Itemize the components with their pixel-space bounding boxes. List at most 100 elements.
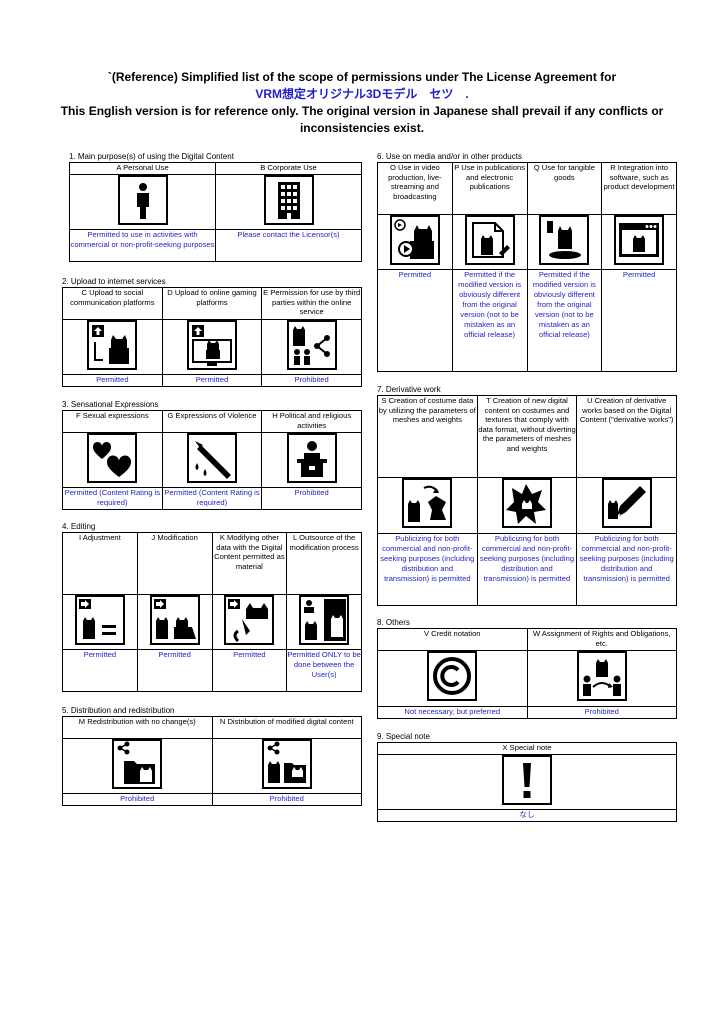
video-icon: [389, 215, 440, 265]
icon-cell: [261, 432, 362, 488]
item-label: L Outsource of the modification process: [286, 532, 362, 595]
goods-icon: [539, 215, 590, 265]
permissions-table: X Special note なし: [377, 742, 677, 822]
item-label: M Redistribution with no change(s): [62, 716, 213, 739]
section-title: 8. Others: [377, 618, 410, 627]
permissions-table: A Personal Use B Corporate Use: [69, 162, 362, 262]
item-label: G Expressions of Violence: [161, 410, 263, 433]
icon-cell: [62, 319, 163, 375]
icon-cell: [211, 594, 288, 650]
texture-icon: [501, 478, 552, 528]
icon-cell: [377, 477, 478, 534]
item-status: Permitted: [211, 649, 288, 692]
redistribution-icon: [112, 739, 163, 789]
title-line-3: This English version is for reference on…: [60, 104, 664, 118]
copyright-icon: [427, 651, 478, 701]
title-line-2: VRM想定オリジナル3Dモデル セツ .: [255, 87, 469, 101]
icon-cell: [377, 214, 453, 270]
item-status: Permitted ONLY to be done between the Us…: [286, 649, 362, 692]
upload-gaming-icon: [186, 320, 237, 370]
publication-icon: [464, 215, 515, 265]
item-label: D Upload to online gaming platforms: [161, 287, 263, 320]
icon-cell: [576, 477, 677, 534]
title-line-1: `(Reference) Simplified list of the scop…: [107, 70, 617, 84]
adjustment-icon: [74, 595, 125, 645]
section-upload: 2. Upload to internet services C Upload …: [62, 277, 362, 387]
section-title: 3. Sensational Expressions: [62, 400, 159, 409]
modification-icon: [149, 595, 200, 645]
icon-cell: [526, 650, 677, 707]
item-status: Please contact the Licensor(s): [215, 229, 362, 262]
icon-cell: [526, 214, 603, 270]
item-label: S Creation of costume data by utilizing …: [377, 395, 478, 478]
section-derivative: 7. Derivative work S Creation of costume…: [377, 385, 677, 606]
item-label: W Assignment of Rights and Obligations, …: [526, 628, 677, 651]
item-status: Permitted if the modified version is obv…: [451, 269, 528, 372]
section-sensational: 3. Sensational Expressions F Sexual expr…: [62, 400, 362, 510]
icon-cell: [601, 214, 677, 270]
item-label: U Creation of derivative works based on …: [576, 395, 677, 478]
permissions-table: I Adjustment J Modification K Modifying …: [62, 532, 362, 692]
icon-cell: [476, 477, 578, 534]
item-label: C Upload to social communication platfor…: [62, 287, 163, 320]
item-label: H Political and religious activities: [261, 410, 362, 433]
icon-cell: [69, 174, 216, 230]
section-others: 8. Others V Credit notation W Assignment…: [377, 618, 677, 719]
item-label: X Special note: [377, 742, 677, 755]
item-status: Prohibited: [261, 374, 362, 387]
item-status: Prohibited: [261, 487, 362, 510]
icon-cell: [286, 594, 362, 650]
item-status: Prohibited: [211, 793, 362, 806]
pen-icon: [601, 478, 652, 528]
costume-icon: [402, 478, 453, 528]
third-party-share-icon: [286, 320, 337, 370]
icon-cell: [161, 319, 263, 375]
item-status: Permitted to use in activities with comm…: [69, 229, 216, 262]
section-title: 1. Main purpose(s) of using the Digital …: [69, 152, 234, 161]
material-icon: [224, 595, 275, 645]
outsource-icon: [299, 595, 350, 645]
item-status: Permitted: [62, 649, 138, 692]
icon-cell: [136, 594, 213, 650]
icon-cell: [377, 650, 528, 707]
item-status: Permitted: [377, 269, 453, 372]
icon-cell: [62, 432, 163, 488]
section-media: 6. Use on media and/or in other products…: [377, 152, 677, 372]
icon-cell: [62, 738, 213, 794]
item-label: E Permission for use by third parties wi…: [261, 287, 362, 320]
section-title: 4. Editing: [62, 522, 96, 531]
icon-cell: [451, 214, 528, 270]
permissions-table: F Sexual expressions G Expressions of Vi…: [62, 410, 362, 510]
icon-cell: [261, 319, 362, 375]
item-status: Permitted if the modified version is obv…: [526, 269, 603, 372]
icon-cell: [62, 594, 138, 650]
podium-icon: [286, 433, 337, 483]
item-status: Permitted: [601, 269, 677, 372]
section-title: 6. Use on media and/or in other products: [377, 152, 522, 161]
item-status: Permitted: [62, 374, 163, 387]
item-status: Publicizing for both commercial and non-…: [377, 533, 478, 606]
item-status: Permitted: [161, 374, 263, 387]
title-line-4: inconsistencies exist.: [299, 121, 425, 135]
item-status: Permitted (Content Rating is required): [161, 487, 263, 510]
item-status: Prohibited: [62, 793, 213, 806]
item-status: Permitted (Content Rating is required): [62, 487, 163, 510]
building-icon: [263, 175, 314, 225]
item-status: Prohibited: [526, 706, 677, 719]
item-label: A Personal Use: [69, 162, 216, 175]
item-label: J Modification: [136, 532, 213, 595]
section-distribution: 5. Distribution and redistribution M Red…: [62, 706, 362, 806]
icon-cell: [161, 432, 263, 488]
icon-cell: [377, 754, 677, 810]
modified-distribution-icon: [261, 739, 312, 789]
exclamation-icon: [502, 755, 552, 805]
permissions-table: M Redistribution with no change(s) N Dis…: [62, 716, 362, 806]
knife-icon: [186, 433, 237, 483]
item-label: R Integration into software, such as pro…: [601, 162, 677, 215]
item-label: F Sexual expressions: [62, 410, 163, 433]
item-label: P Use in publications and electronic pub…: [451, 162, 528, 215]
item-status: Publicizing for both commercial and non-…: [476, 533, 578, 606]
section-special-note: 9. Special note X Special note なし: [377, 732, 677, 822]
software-icon: [614, 215, 665, 265]
item-status: Permitted: [136, 649, 213, 692]
